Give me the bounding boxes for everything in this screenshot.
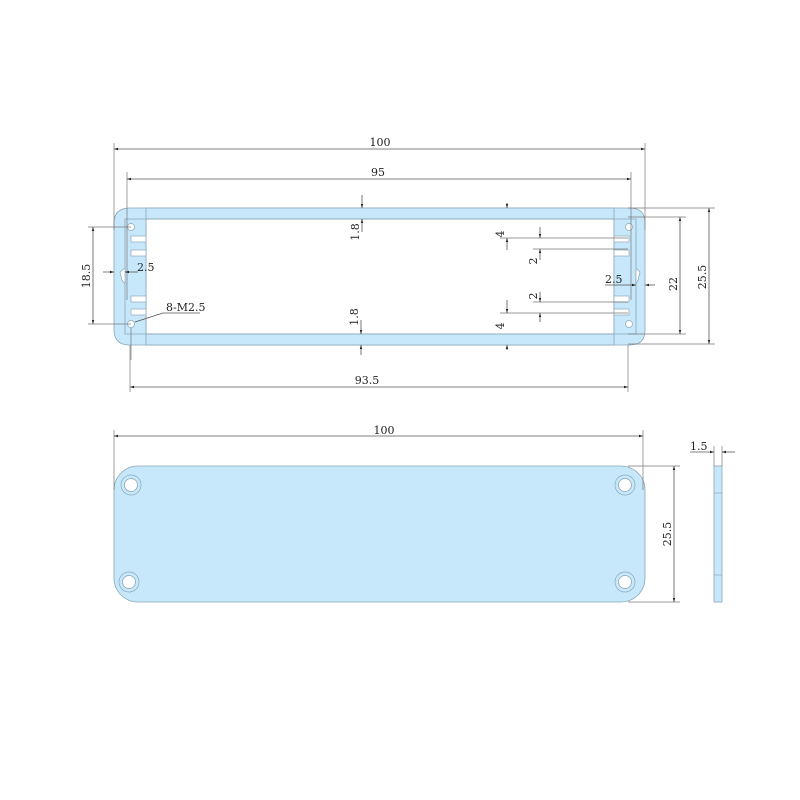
dim-left-groove: 2.5 <box>137 261 155 274</box>
callout-screw-spec: 8-M2.5 <box>166 301 205 314</box>
dim-bottom-slot-offset: 4 <box>494 323 507 330</box>
dim-top-wall: 1.8 <box>349 223 362 241</box>
dim-plate-thickness: 1.5 <box>690 440 708 453</box>
mount-hole-bottom-left <box>118 571 140 593</box>
dim-overall-height: 25.5 <box>696 265 709 290</box>
end-plate-dimensions: 100 25.5 <box>113 424 680 603</box>
end-plate-front <box>113 465 646 603</box>
mount-hole-top-left <box>120 474 142 496</box>
mount-hole-bottom-right <box>614 571 636 593</box>
dim-plate-width: 100 <box>374 424 395 437</box>
dim-bottom-slot-width: 2 <box>527 293 540 300</box>
dim-slot-span: 18.5 <box>80 264 93 289</box>
dim-bottom-width: 93.5 <box>355 374 380 387</box>
end-plate-side: 1.5 <box>690 440 735 603</box>
dim-bottom-wall: 1.8 <box>348 308 361 326</box>
dim-top-slot-offset: 4 <box>494 231 507 238</box>
dim-inner-width: 95 <box>371 166 385 179</box>
dim-inner-height: 22 <box>667 277 680 291</box>
dim-top-slot-width: 2 <box>527 258 540 265</box>
dim-overall-width: 100 <box>370 136 391 149</box>
dim-right-groove: 2.5 <box>605 273 623 286</box>
mount-hole-top-right <box>614 474 636 496</box>
profile-dimensions: 100 95 93.5 18.5 2.5 8-M2.5 1.8 1.8 <box>80 136 715 392</box>
dim-plate-height: 25.5 <box>661 522 674 547</box>
extrusion-profile <box>113 207 646 346</box>
